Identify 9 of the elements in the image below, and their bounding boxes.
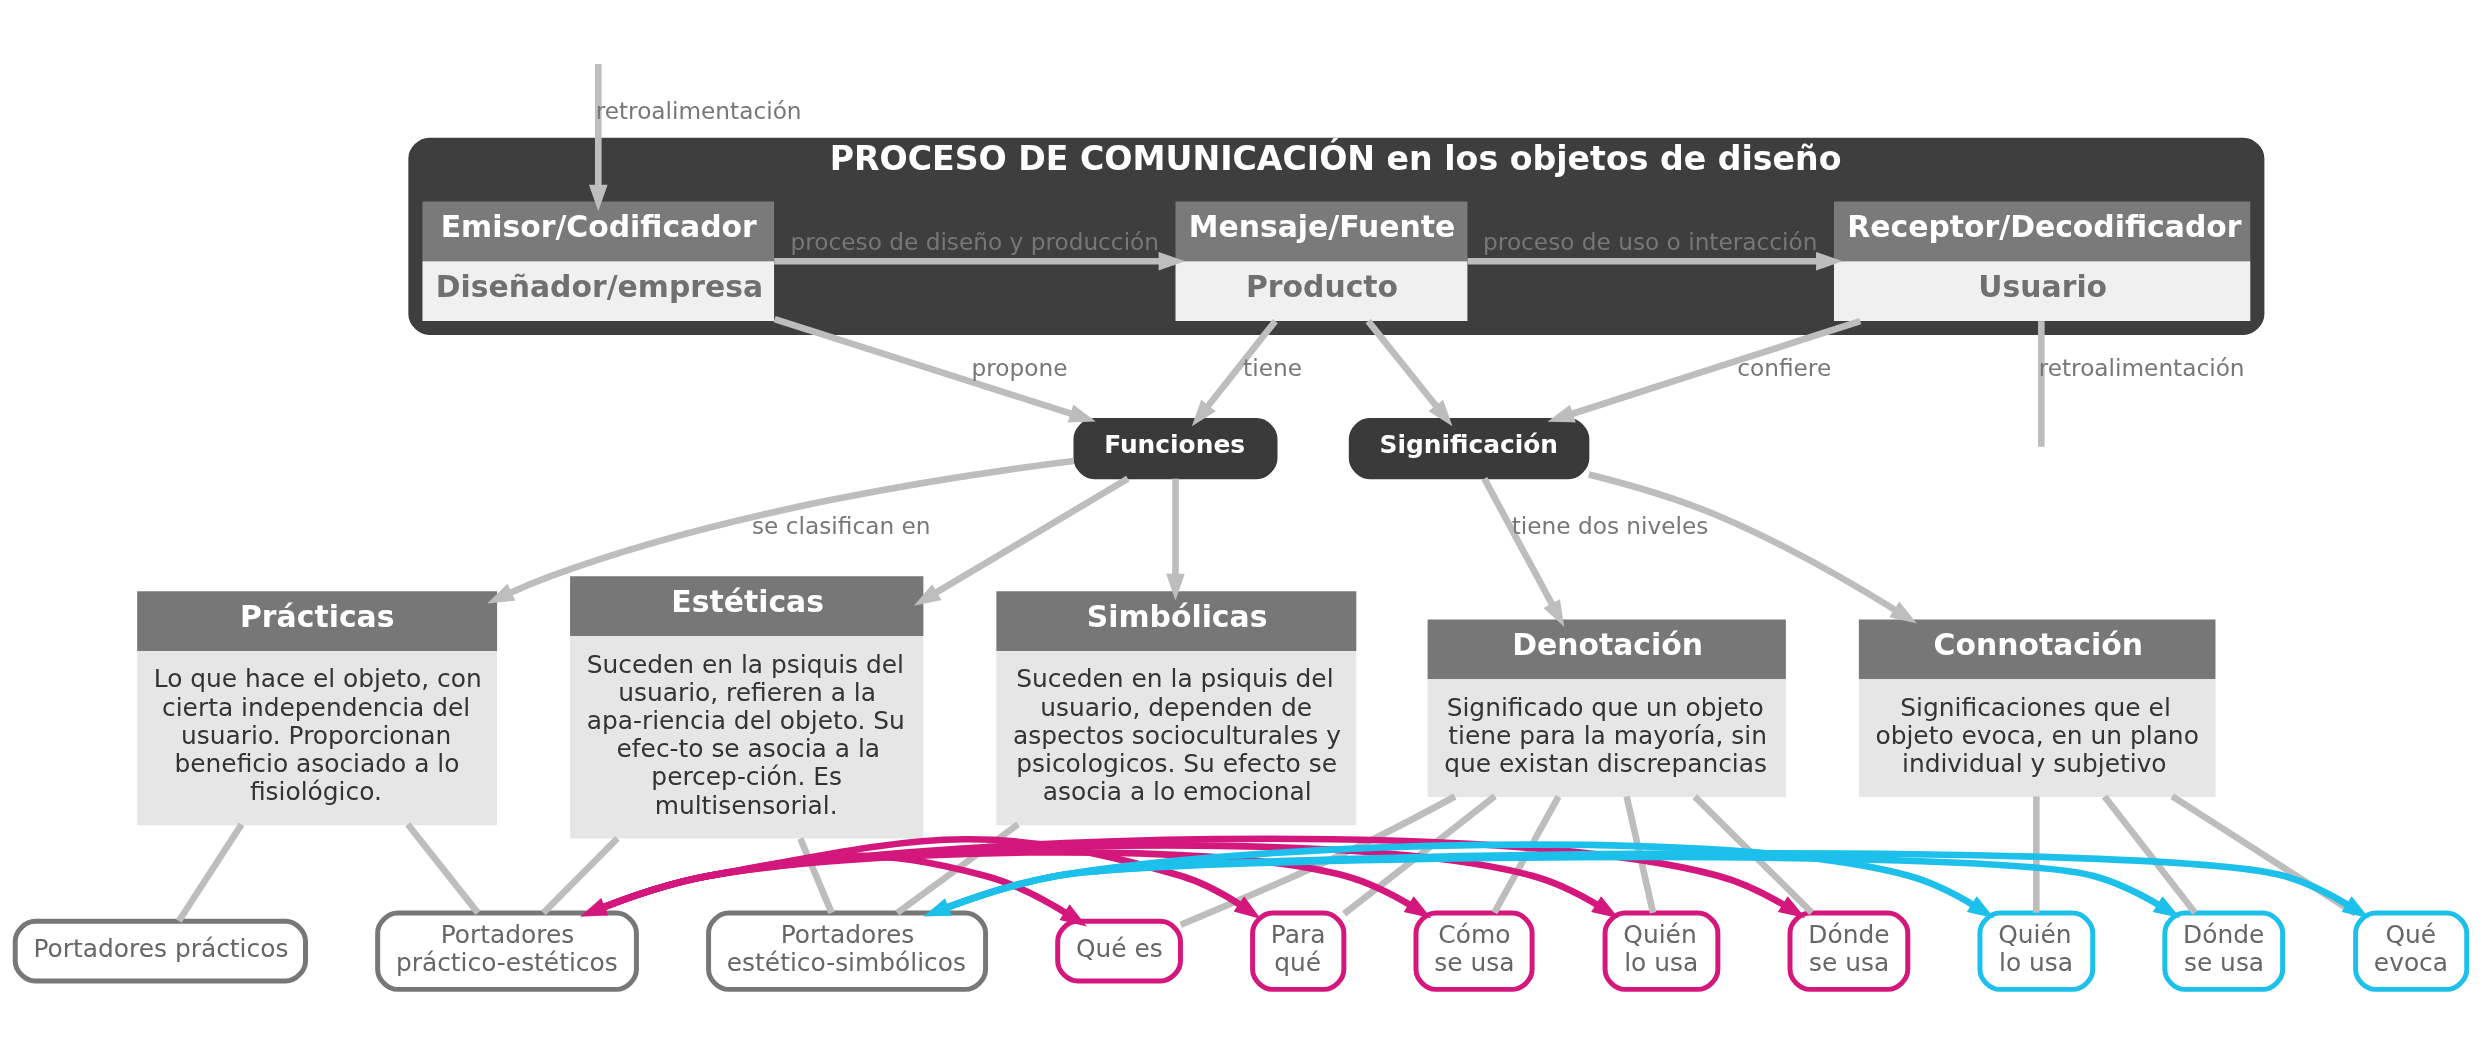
edge-label: proceso de uso o interacción <box>1483 227 1818 255</box>
edge-label: retroalimentación <box>2038 353 2245 381</box>
edge-label: se clasifican en <box>752 511 931 539</box>
edge-label: tiene <box>1243 353 1302 381</box>
edge-label: propone <box>971 353 1068 381</box>
edge-label: proceso de diseño y producción <box>790 227 1160 255</box>
edge-label: tiene dos niveles <box>1511 511 1709 539</box>
edge-label: confiere <box>1737 353 1832 381</box>
edge-label: retroalimentación <box>595 96 802 124</box>
